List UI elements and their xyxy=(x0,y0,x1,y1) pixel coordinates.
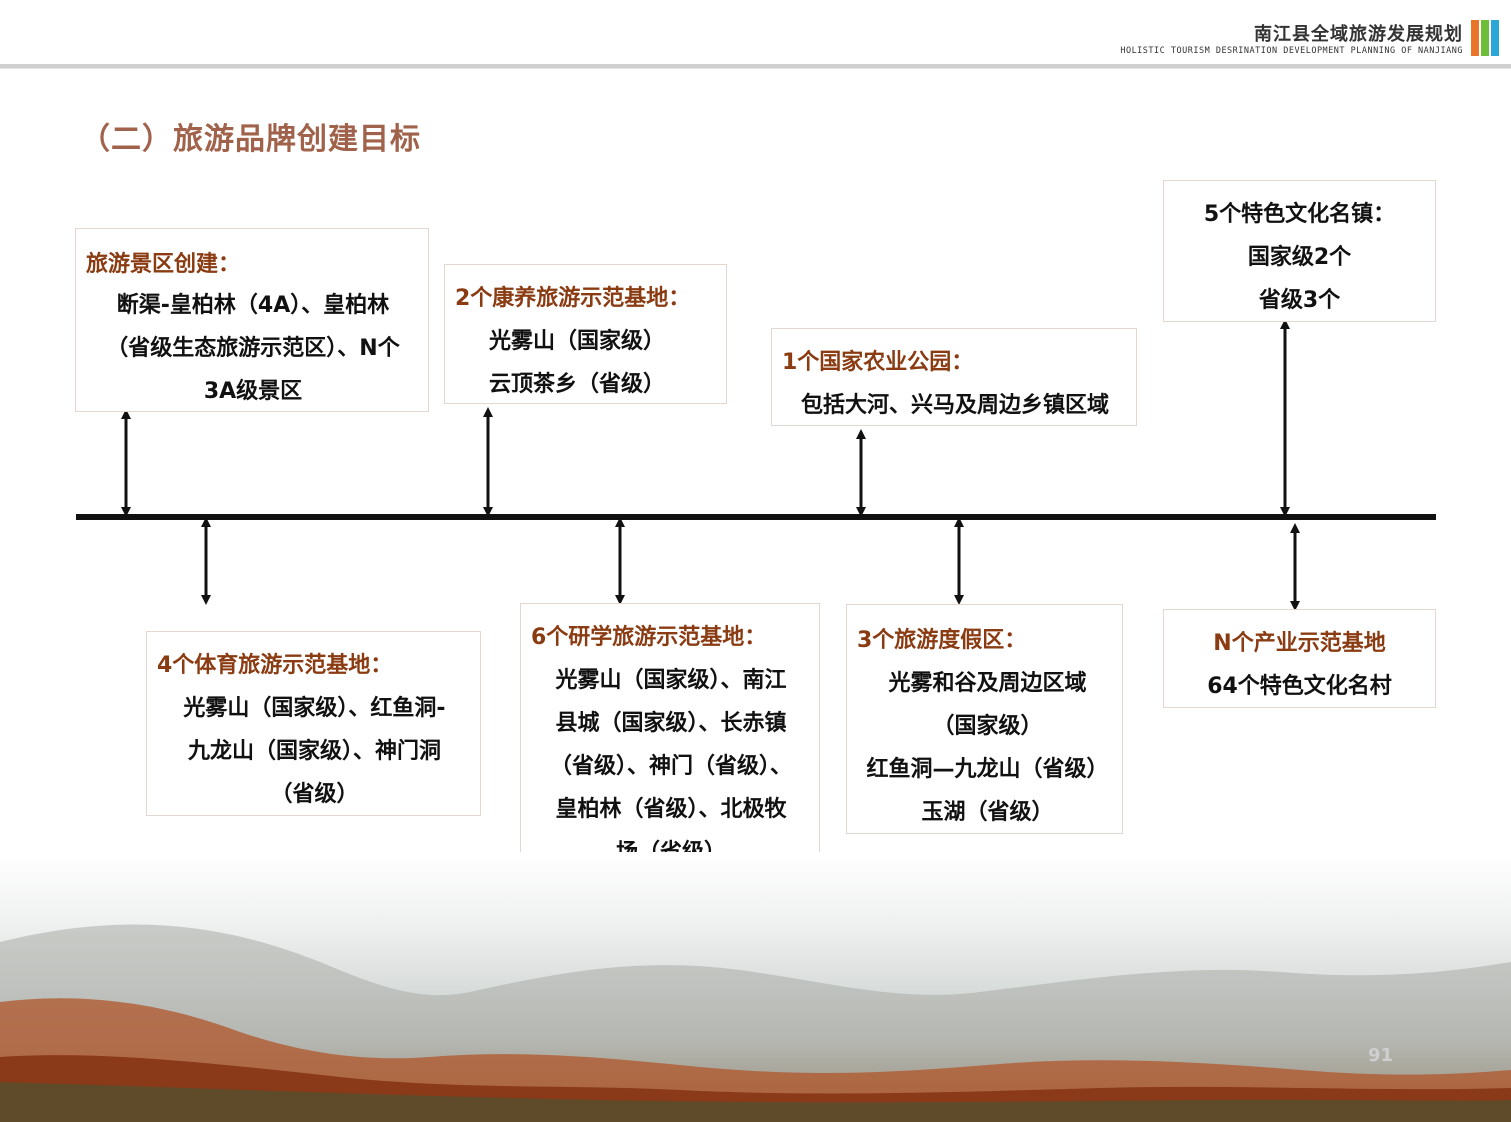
document-subtitle: HOLISTIC TOURISM DESRINATION DEVELOPMENT… xyxy=(1120,46,1463,56)
box-line: 玉湖（省级） xyxy=(921,800,1054,825)
box-line: 九龙山（国家级）、神门洞 xyxy=(187,739,441,764)
box-line: 光雾山（国家级） xyxy=(489,329,666,354)
timeline-axis xyxy=(76,514,1436,520)
mountain-landscape-image xyxy=(0,852,1511,1122)
box-title: 6个研学旅游示范基地： xyxy=(531,625,767,650)
document-title: 南江县全域旅游发展规划 xyxy=(1254,24,1463,45)
box-culture-towns: 5个特色文化名镇： 国家级2个 省级3个 xyxy=(1163,180,1436,322)
box-line: （省级生态旅游示范区）、N个 xyxy=(106,336,400,361)
box-line: 光雾山（国家级）、南江 xyxy=(555,668,787,693)
box-line: 光雾山（国家级）、红鱼洞- xyxy=(183,696,446,721)
page-heading: （二）旅游品牌创建目标 xyxy=(80,122,421,157)
box-sports-bases: 4个体育旅游示范基地： 光雾山（国家级）、红鱼洞- 九龙山（国家级）、神门洞 （… xyxy=(146,631,481,816)
box-title: N个产业示范基地 xyxy=(1213,631,1386,656)
box-line: 64个特色文化名村 xyxy=(1207,674,1392,699)
box-line: 光雾和谷及周边区域 xyxy=(888,671,1087,696)
box-title: 1个国家农业公园： xyxy=(782,350,974,375)
box-resorts: 3个旅游度假区： 光雾和谷及周边区域 （国家级） 红鱼洞—九龙山（省级） 玉湖（… xyxy=(846,604,1123,834)
box-scenic-areas: 旅游景区创建： 断渠-皇柏林（4A）、皇柏林 （省级生态旅游示范区）、N个 3A… xyxy=(75,228,429,412)
box-line: 云顶茶乡（省级） xyxy=(489,372,666,397)
box-industry-bases: N个产业示范基地 64个特色文化名村 xyxy=(1163,609,1436,708)
box-line: 省级3个 xyxy=(1258,288,1341,313)
box-line: 红鱼洞—九龙山（省级） xyxy=(866,757,1109,782)
header-divider xyxy=(0,64,1511,69)
box-title: 4个体育旅游示范基地： xyxy=(157,653,393,678)
box-line: （省级）、神门（省级）、 xyxy=(549,754,792,779)
box-line: 断渠-皇柏林（4A）、皇柏林 xyxy=(116,293,390,318)
box-line: 皇柏林（省级）、北极牧 xyxy=(555,797,787,822)
box-line: 国家级2个 xyxy=(1247,245,1352,270)
box-line: 3A级景区 xyxy=(203,379,303,404)
box-line: 县城（国家级）、长赤镇 xyxy=(555,711,787,736)
brand-logo xyxy=(1471,20,1501,56)
box-line: （省级） xyxy=(270,782,359,807)
page-number: 91 xyxy=(1367,1045,1393,1066)
box-title: 3个旅游度假区： xyxy=(857,628,1027,653)
box-title: 旅游景区创建： xyxy=(86,252,241,277)
box-wellness-bases: 2个康养旅游示范基地： 光雾山（国家级） 云顶茶乡（省级） xyxy=(444,264,727,404)
box-study-bases: 6个研学旅游示范基地： 光雾山（国家级）、南江 县城（国家级）、长赤镇 （省级）… xyxy=(520,603,820,875)
box-line: 包括大河、兴马及周边乡镇区域 xyxy=(800,393,1109,418)
box-title: 5个特色文化名镇： xyxy=(1203,202,1396,227)
box-line: （国家级） xyxy=(932,714,1043,739)
box-agri-park: 1个国家农业公园： 包括大河、兴马及周边乡镇区域 xyxy=(771,328,1137,426)
box-title: 2个康养旅游示范基地： xyxy=(455,286,691,311)
